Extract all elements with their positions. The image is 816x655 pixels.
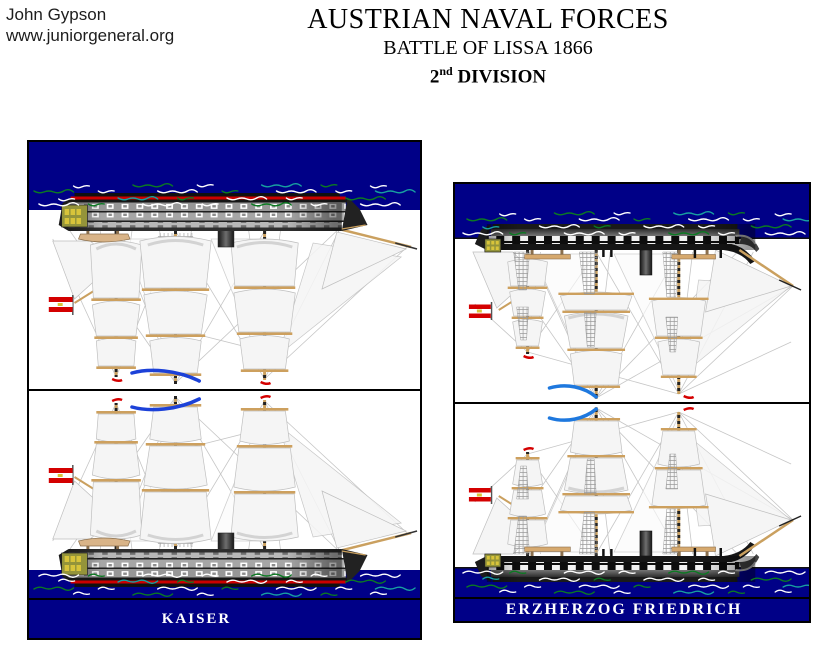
ship-card-kaiser: KAISER xyxy=(27,140,422,640)
author-name: John Gypson xyxy=(6,5,107,24)
ship-card-erzherzog-friedrich: ERZHERZOG FRIEDRICH xyxy=(453,182,811,623)
fold-line xyxy=(29,389,420,391)
page-title-block: AUSTRIAN NAVAL FORCES BATTLE OF LISSA 18… xyxy=(208,4,768,88)
ship-name-label: KAISER xyxy=(161,610,232,627)
kaiser-ship-top-flipped xyxy=(29,182,420,389)
website-url: www.juniorgeneral.org xyxy=(6,26,175,45)
division-word: DIVISION xyxy=(457,66,547,88)
fold-line xyxy=(455,402,809,404)
friedrich-ship-top-flipped xyxy=(455,209,809,402)
ship-name-band: ERZHERZOG FRIEDRICH xyxy=(455,597,809,621)
author-credit: John Gypson www.juniorgeneral.org xyxy=(6,4,174,46)
ship-name-label: ERZHERZOG FRIEDRICH xyxy=(505,601,743,618)
division-ordinal: nd xyxy=(439,64,453,78)
page-title: AUSTRIAN NAVAL FORCES xyxy=(307,4,669,35)
kaiser-ship-bottom xyxy=(29,391,420,598)
sea-strip xyxy=(455,184,809,209)
ship-name-band: KAISER xyxy=(29,598,420,638)
sea-strip xyxy=(29,142,420,182)
division-number: 2 xyxy=(429,66,440,88)
division-heading: 2nd DIVISION xyxy=(208,61,768,87)
page-subtitle: BATTLE OF LISSA 1866 xyxy=(383,37,593,59)
friedrich-ship-bottom xyxy=(455,404,809,597)
